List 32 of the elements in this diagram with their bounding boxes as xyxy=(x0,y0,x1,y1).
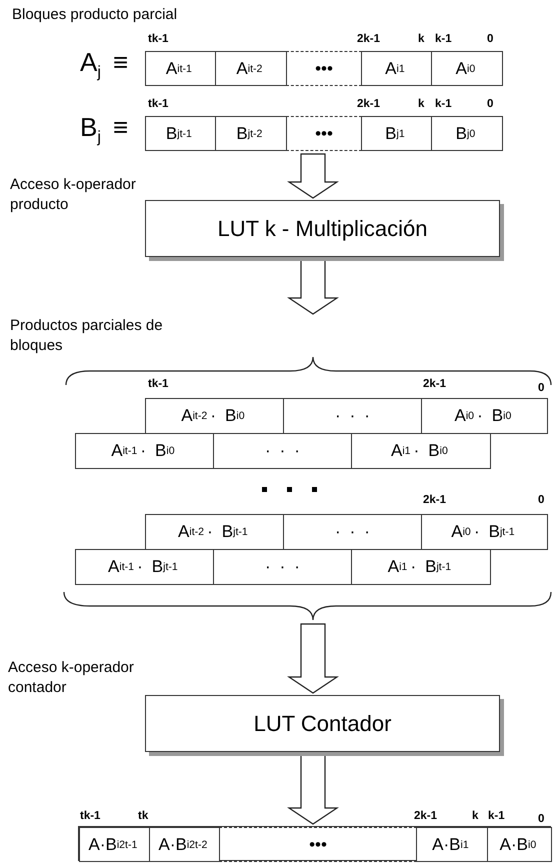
bit-index: tk-1 xyxy=(148,378,168,390)
register-label: A$_{j}$ ≡ xyxy=(80,47,128,78)
bit-index: 2k-1 xyxy=(357,98,380,110)
group-heading: Productos parciales de bloques xyxy=(10,316,164,356)
bit-index: 0 xyxy=(487,33,494,45)
bit-index: 2k-1 xyxy=(357,33,380,45)
bit-index: k xyxy=(472,810,478,822)
bit-index: 2k-1 xyxy=(423,494,446,506)
bit-index: 0 xyxy=(487,98,494,110)
register xyxy=(78,826,551,861)
bit-index: tk-1 xyxy=(148,98,168,110)
block-arrow xyxy=(287,753,339,825)
bit-index: k-1 xyxy=(435,33,452,45)
bit-index: tk xyxy=(138,810,148,822)
bit-index: k-1 xyxy=(435,98,452,110)
bit-index: k xyxy=(418,33,424,45)
bit-index: 2k-1 xyxy=(423,378,446,390)
bit-index: k-1 xyxy=(488,810,505,822)
block-arrow xyxy=(287,258,339,315)
block-arrow xyxy=(287,153,339,199)
bit-index: 0 xyxy=(538,813,544,825)
bit-index: 2k-1 xyxy=(414,810,438,822)
register-label: B$_{j}$ ≡ xyxy=(80,112,128,143)
bit-index: tk-1 xyxy=(80,810,100,822)
side-label: Acceso k-operador producto xyxy=(10,175,137,215)
bit-index: k xyxy=(418,98,424,110)
group-heading: Bloques producto parcial xyxy=(12,5,178,25)
bit-index: tk-1 xyxy=(148,33,168,45)
bit-index: 0 xyxy=(538,494,544,506)
side-label: Acceso k-operador contador xyxy=(8,658,135,698)
block-arrow xyxy=(287,623,339,694)
bit-index: 0 xyxy=(538,382,544,394)
